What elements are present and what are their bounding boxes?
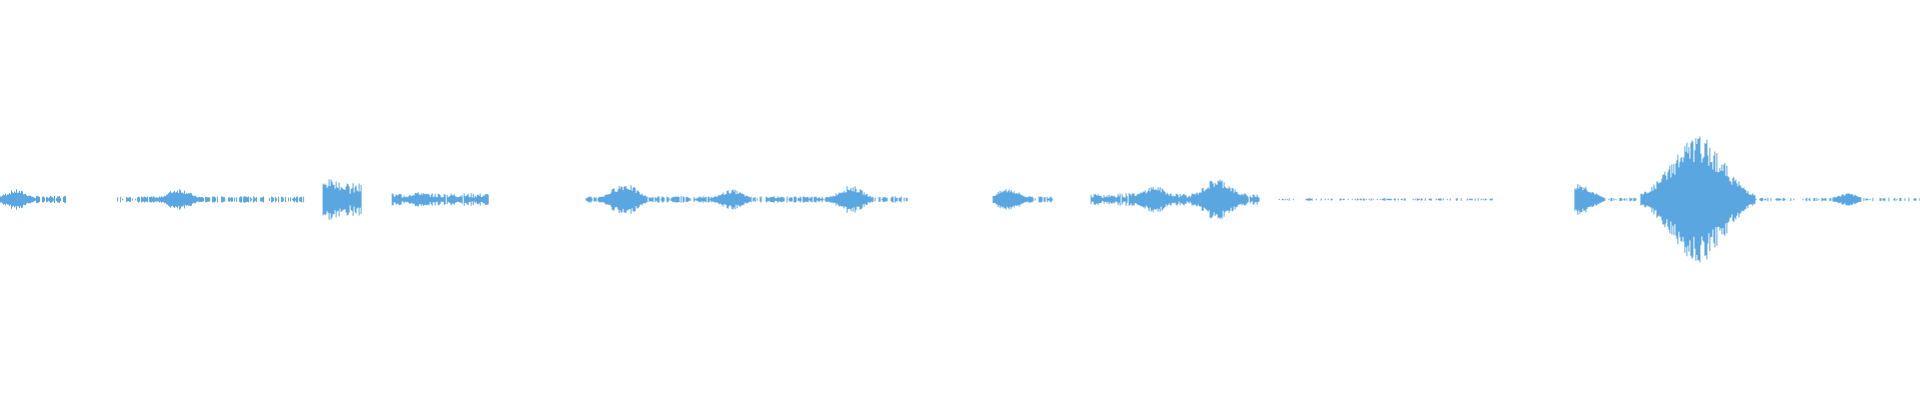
waveform-segment-1 — [0, 189, 66, 210]
waveform-segment-4 — [391, 192, 489, 207]
waveform-segment-6 — [992, 189, 1053, 210]
waveform-segment-9 — [1574, 136, 1920, 263]
waveform-segment-5 — [585, 185, 908, 214]
waveform-segments — [0, 136, 1920, 263]
waveform-segment-8 — [1278, 198, 1493, 201]
waveform-segment-2 — [117, 189, 305, 210]
waveform-segment-7 — [1090, 179, 1260, 220]
waveform-segment-3 — [322, 179, 362, 220]
